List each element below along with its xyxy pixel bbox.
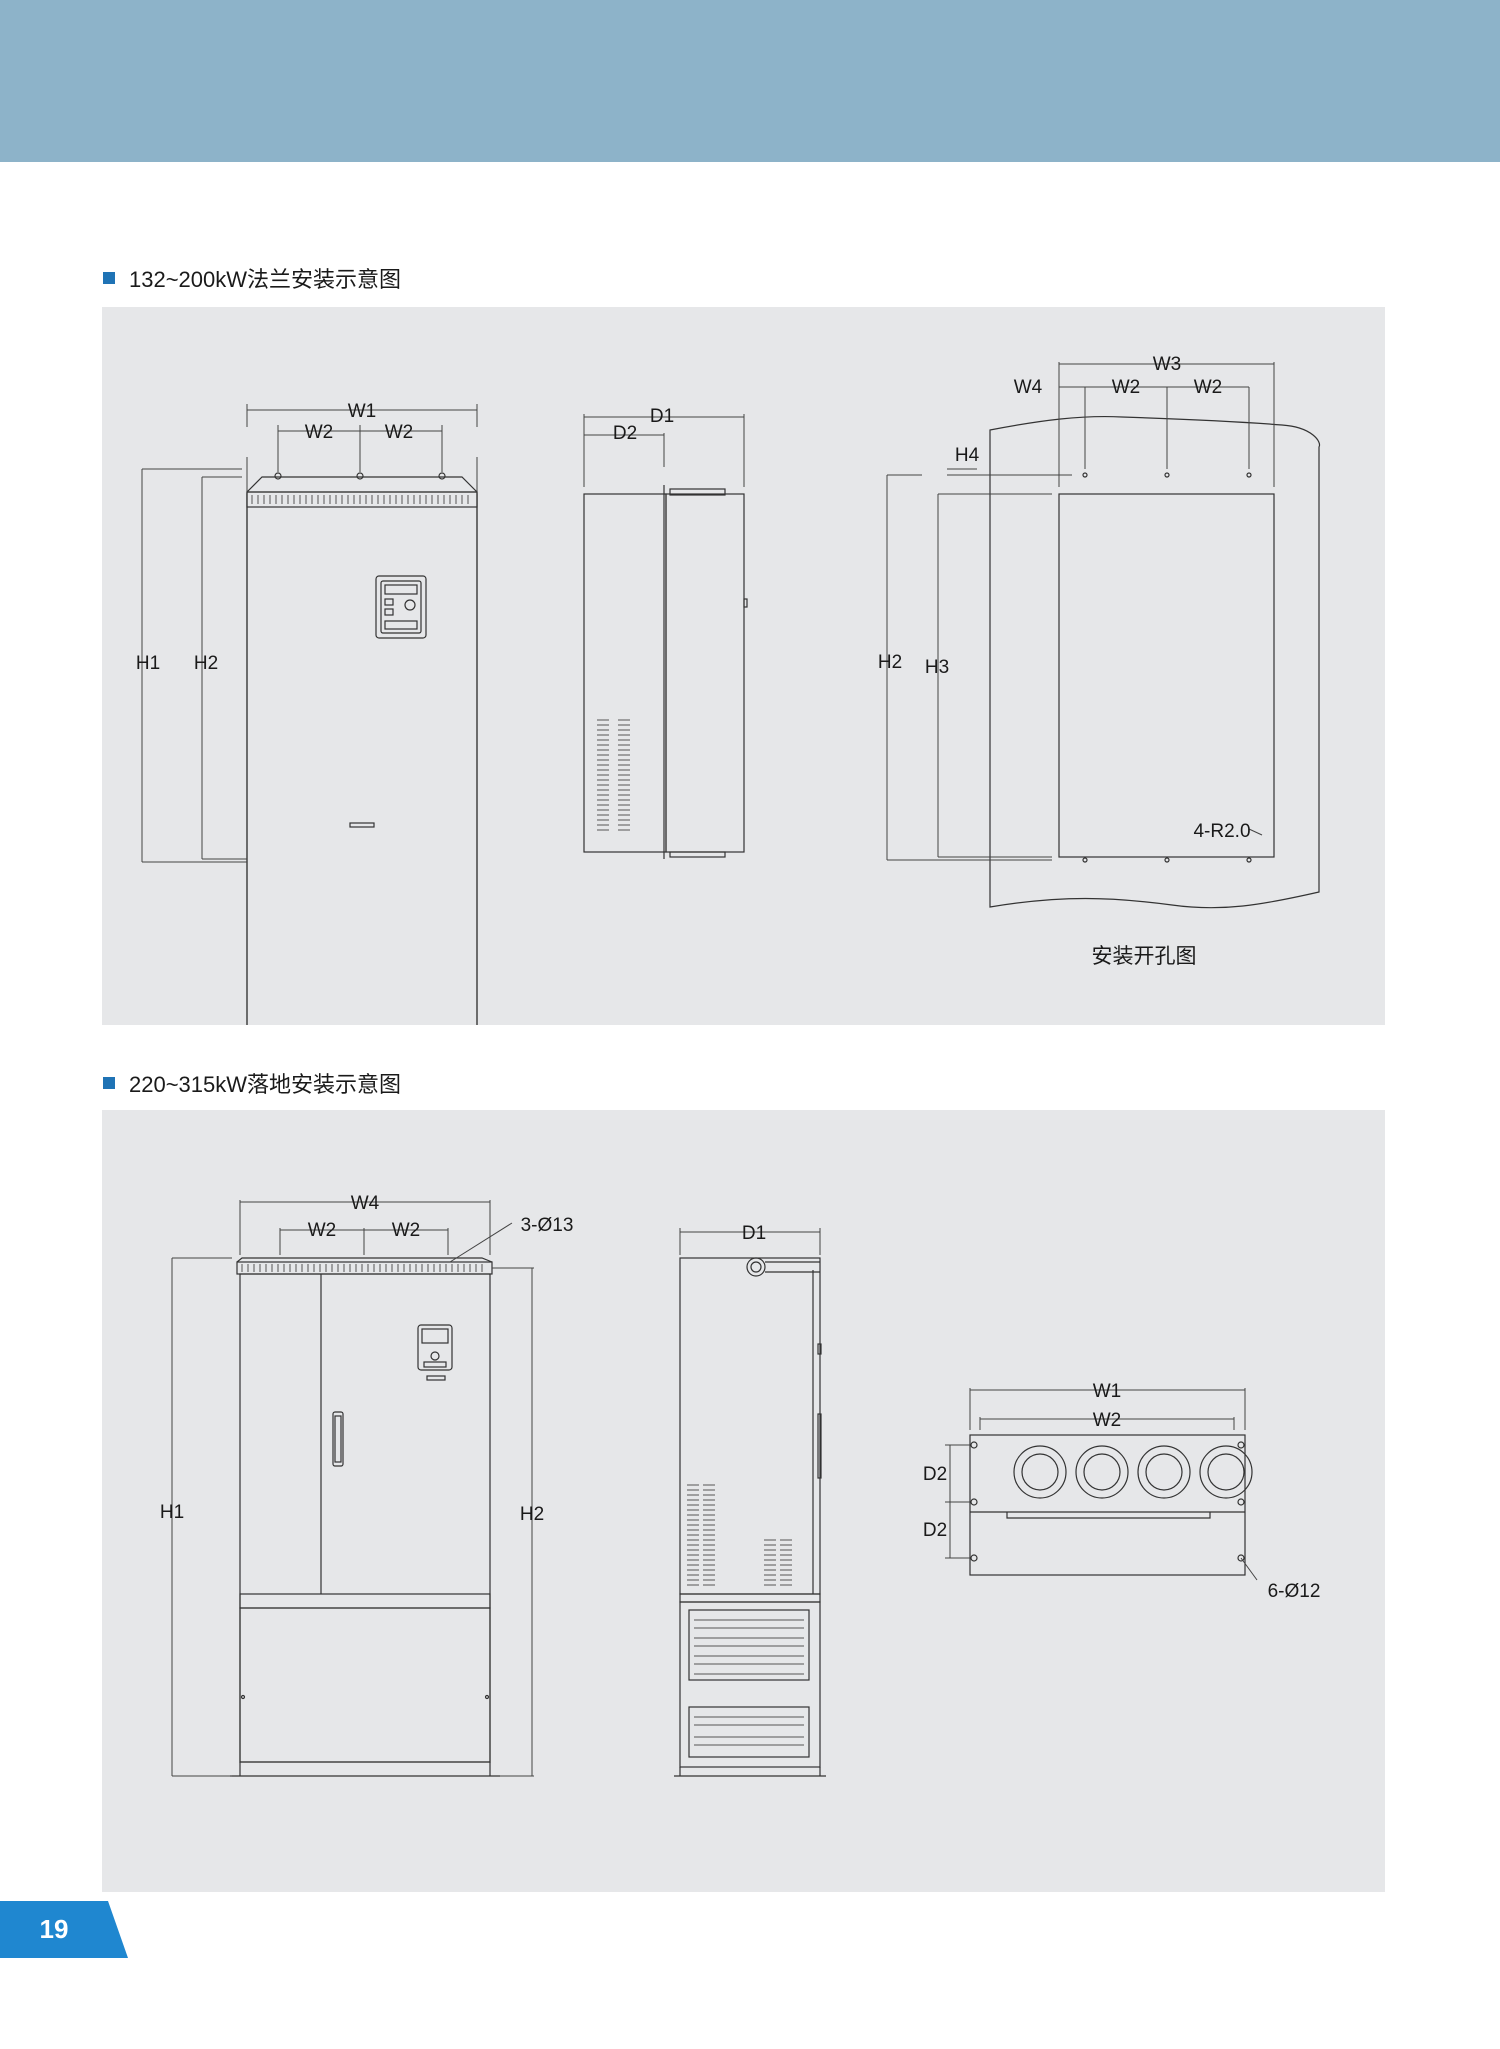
label-h1-floor: H1 <box>160 1502 184 1523</box>
section-title-text: 220~315kW落地安装示意图 <box>129 1072 402 1097</box>
front-dims-flange <box>141 404 478 863</box>
label-d1: D1 <box>650 406 674 427</box>
label-d1-floor: D1 <box>742 1223 766 1244</box>
section-title-flange: 132~200kW法兰安装示意图 <box>103 262 401 294</box>
label-w2-floor-right: W2 <box>392 1220 421 1241</box>
label-w2-floor-left: W2 <box>308 1220 337 1241</box>
label-w2-cutout-left: W2 <box>1112 377 1141 398</box>
page-number: 19 <box>39 1914 69 1944</box>
section-title-floor: 220~315kW落地安装示意图 <box>103 1067 401 1099</box>
label-h1: H1 <box>136 653 160 674</box>
side-dims-flange <box>583 414 745 487</box>
front-view-flange <box>246 472 478 1025</box>
cutout-view <box>989 415 1321 909</box>
label-radius: 4-R2.0 <box>1193 821 1250 842</box>
label-w3: W3 <box>1153 354 1182 375</box>
page-number-tab <box>0 1901 128 1958</box>
base-dims-floor <box>945 1388 1258 1581</box>
side-view-flange <box>583 485 748 859</box>
front-dims-floor <box>171 1200 534 1777</box>
label-w2-right: W2 <box>385 422 414 443</box>
label-w2-left: W2 <box>305 422 334 443</box>
label-h2: H2 <box>194 653 218 674</box>
base-view-floor <box>969 1434 1253 1576</box>
cutout-dims <box>886 362 1275 861</box>
label-w1: W1 <box>348 401 377 422</box>
label-w4-floor: W4 <box>351 1193 380 1214</box>
diagram-panel-floor: W4 W2 W2 3-Ø13 H1 H2 D1 <box>102 1110 1385 1892</box>
side-dims-floor <box>679 1228 821 1255</box>
label-d2: D2 <box>613 423 637 444</box>
label-w2-base: W2 <box>1093 1410 1122 1431</box>
section-bullet-icon <box>103 1077 115 1089</box>
front-view-floor <box>230 1257 500 1777</box>
section-title-text: 132~200kW法兰安装示意图 <box>129 267 402 292</box>
label-holes-6: 6-Ø12 <box>1268 1581 1321 1602</box>
diagram-panel-flange: W1 W2 W2 H1 H2 D1 D2 W3 W4 W2 W2 <box>102 307 1385 1025</box>
section-bullet-icon <box>103 272 115 284</box>
side-view-floor <box>674 1257 826 1777</box>
label-h2-cutout: H2 <box>878 652 902 673</box>
label-w2-cutout-right: W2 <box>1194 377 1223 398</box>
label-d2-base-bottom: D2 <box>923 1520 947 1541</box>
label-holes-3: 3-Ø13 <box>521 1215 574 1236</box>
label-h4: H4 <box>955 445 980 466</box>
cutout-caption: 安装开孔图 <box>1092 945 1197 968</box>
label-w1-base: W1 <box>1093 1381 1122 1402</box>
header-band <box>0 0 1500 162</box>
flange-diagram: W1 W2 W2 H1 H2 D1 D2 W3 W4 W2 W2 <box>136 354 1321 1025</box>
label-d2-base-top: D2 <box>923 1464 947 1485</box>
label-w4: W4 <box>1014 377 1043 398</box>
floor-diagram: W4 W2 W2 3-Ø13 H1 H2 D1 <box>160 1193 1321 1777</box>
label-h3: H3 <box>925 657 949 678</box>
label-h2-floor: H2 <box>520 1504 544 1525</box>
